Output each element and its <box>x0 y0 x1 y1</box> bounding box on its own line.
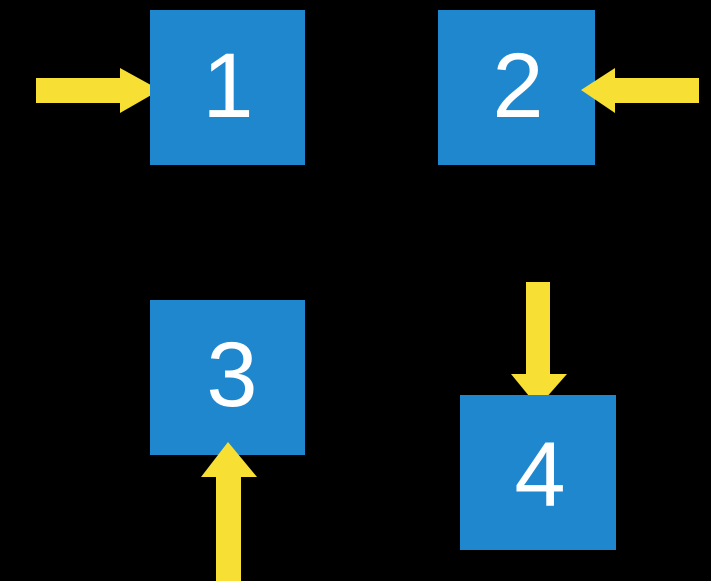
node-label-3: 3 <box>206 324 258 426</box>
node-label-1: 1 <box>202 35 254 137</box>
arrow-up-into-node-3 <box>201 442 257 581</box>
arrow-right-shape <box>36 68 160 113</box>
node-label-2: 2 <box>492 35 544 137</box>
arrow-left-into-node-2 <box>581 68 699 113</box>
arrow-right-into-node-1 <box>36 68 160 113</box>
arrow-up-shape <box>201 442 257 581</box>
node-box-3[interactable] <box>150 300 305 455</box>
node-box-4[interactable] <box>460 395 616 550</box>
node-box-2[interactable] <box>438 10 595 165</box>
arrow-left-shape <box>581 68 699 113</box>
arrow-down-shape <box>511 282 567 407</box>
arrow-down-into-node-4 <box>511 282 567 407</box>
node-box-1[interactable] <box>150 10 305 165</box>
node-label-4: 4 <box>514 424 566 526</box>
